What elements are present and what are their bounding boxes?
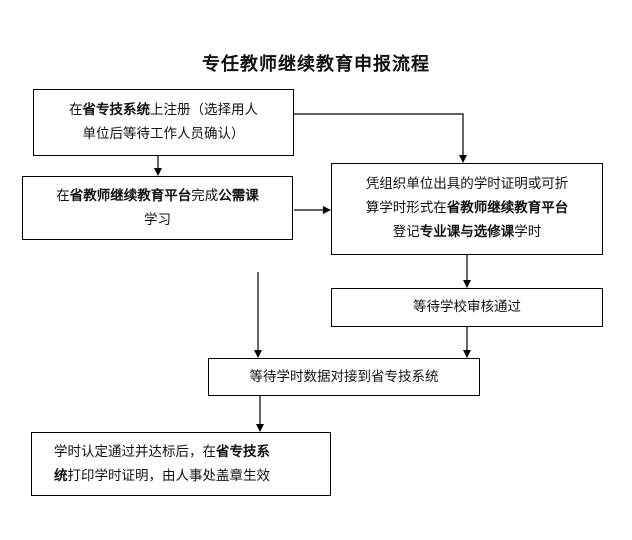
register-step-box: 在省专技系统上注册（选择用人 单位后等待工作人员确认） xyxy=(33,89,294,156)
credential-step-box: 凭组织单位出具的学时证明或可折 算学时形式在省教师继续教育平台 登记专业课与选修… xyxy=(331,163,603,255)
school-review-step-box: 等待学校审核通过 xyxy=(331,288,603,327)
data-sync-text: 等待学时数据对接到省专技系统 xyxy=(249,369,439,385)
print-cert-step-box: 学时认定通过并达标后，在省专技系 统打印学时证明，由人事处盖章生效 xyxy=(31,432,331,496)
register-line-2: 单位后等待工作人员确认） xyxy=(82,126,245,142)
public-course-step-box: 在省教师继续教育平台完成公需课 学习 xyxy=(22,176,293,240)
page-title: 专任教师继续教育申报流程 xyxy=(202,54,430,75)
school-review-text: 等待学校审核通过 xyxy=(413,299,521,315)
public-course-line-2: 学习 xyxy=(144,212,171,228)
public-course-line-1: 在省教师继续教育平台完成公需课 xyxy=(56,188,259,204)
credential-line-2: 算学时形式在省教师继续教育平台 xyxy=(365,200,569,216)
credential-line-1: 凭组织单位出具的学时证明或可折 xyxy=(365,176,569,192)
data-sync-step-box: 等待学时数据对接到省专技系统 xyxy=(208,358,480,396)
credential-line-3: 登记专业课与选修课学时 xyxy=(392,224,542,240)
print-cert-line-2: 统打印学时证明，由人事处盖章生效 xyxy=(54,468,270,484)
arrow-register-to-credential xyxy=(294,113,467,163)
print-cert-line-1: 学时认定通过并达标后，在省专技系 xyxy=(54,444,270,460)
register-line-1: 在省专技系统上注册（选择用人 xyxy=(69,102,258,118)
